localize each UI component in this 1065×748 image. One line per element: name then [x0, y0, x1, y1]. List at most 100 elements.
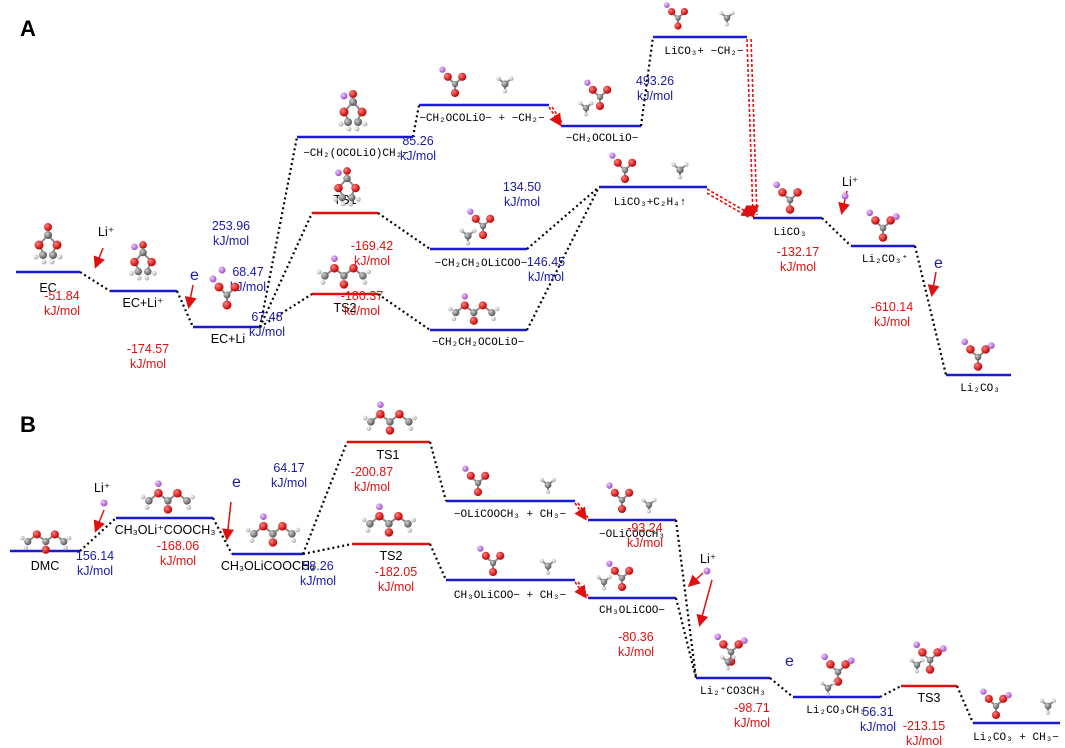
- atom-oxygen: [680, 8, 689, 16]
- label-li2co3: Li₂CO₃: [960, 383, 1000, 395]
- atom-oxygen: [488, 567, 498, 577]
- label-ch2ch2ocolio: −CH₂CH₂OCOLiO−: [432, 337, 524, 349]
- atom-lithium: [376, 503, 383, 511]
- energy-unit: kJ/mol: [44, 304, 80, 318]
- atom-hydrogen: [720, 655, 725, 660]
- atom-carbon: [24, 538, 32, 546]
- panel-label-a: A: [20, 16, 36, 41]
- atom-oxygen: [734, 640, 743, 649]
- atom-hydrogen: [408, 426, 414, 431]
- atom-hydrogen: [140, 494, 146, 500]
- atom-carbon: [347, 193, 356, 202]
- atom-oxygen: [625, 566, 634, 575]
- atom-oxygen: [481, 471, 490, 480]
- atom-oxygen: [991, 710, 1001, 720]
- energy-unit: kJ/mol: [77, 564, 113, 578]
- atom-carbon: [618, 574, 626, 582]
- energy-value: 146.45: [527, 255, 565, 269]
- atom-carbon: [488, 309, 496, 317]
- atom-lithium: [218, 266, 226, 274]
- atom-lithium: [980, 688, 987, 695]
- atom-oxygen: [613, 158, 622, 167]
- atom-hydrogen: [366, 269, 371, 275]
- atom-hydrogen: [340, 201, 346, 207]
- energy-value: 493.26: [636, 74, 674, 88]
- energy-value: 134.50: [503, 180, 541, 194]
- atom-carbon: [834, 668, 842, 676]
- atom-hydrogen: [641, 498, 646, 503]
- atom-hydrogen: [66, 535, 72, 541]
- energy-value: -98.71: [734, 701, 769, 715]
- atom-lithium: [703, 567, 711, 575]
- atom-carbon: [926, 656, 934, 664]
- label-olicooch3-plus-ch3: −OLiCOOCH₃ + CH₃−: [454, 509, 566, 521]
- atom-oxygen: [334, 183, 343, 193]
- atom-carbon: [139, 248, 147, 257]
- atom-oxygen: [147, 257, 156, 267]
- energy-value: -213.15: [903, 719, 945, 733]
- atom-oxygen: [628, 158, 637, 167]
- label-ch3olicoo-plus-ch3: CH₃OLiCOO− + CH₃−: [454, 590, 566, 602]
- energy-unit: kJ/mol: [860, 720, 896, 734]
- atom-carbon: [645, 501, 653, 509]
- atom-oxygen: [610, 566, 619, 575]
- molecule-structures: [20, 2, 1057, 720]
- atom-carbon: [367, 418, 375, 426]
- atom-lithium: [821, 653, 829, 661]
- atom-oxygen: [173, 488, 182, 498]
- atom-carbon: [145, 497, 153, 505]
- atom-lithium: [866, 209, 874, 217]
- atom-hydrogen: [144, 505, 150, 510]
- atom-carbon: [404, 520, 412, 528]
- atom-hydrogen: [33, 254, 39, 260]
- atom-hydrogen: [20, 535, 25, 541]
- label-lico3-c2h4: LiCO₃+C₂H₄↑: [614, 197, 687, 209]
- atom-carbon: [1044, 702, 1052, 710]
- atom-hydrogen: [136, 275, 142, 281]
- energy-value: 85.26: [402, 134, 433, 148]
- atom-carbon: [451, 80, 459, 88]
- atom-carbon: [321, 272, 329, 280]
- atom-carbon: [474, 479, 482, 487]
- atom-hydrogen: [49, 259, 55, 265]
- atom-carbon: [359, 272, 367, 280]
- atom-hydrogen: [333, 197, 338, 202]
- atom-hydrogen: [348, 201, 354, 207]
- atom-hydrogen: [607, 575, 612, 580]
- atom-hydrogen: [186, 505, 192, 510]
- atom-carbon: [621, 166, 629, 174]
- atom-carbon: [164, 497, 172, 505]
- atom-oxygen: [603, 85, 612, 94]
- atom-lithium: [340, 92, 348, 100]
- panel-label-b: B: [20, 412, 36, 437]
- panel-b-connectors: [79, 441, 975, 724]
- atom-oxygen: [163, 505, 173, 514]
- atom-carbon: [464, 232, 472, 240]
- atom-hydrogen: [589, 101, 594, 106]
- atom-hydrogen: [1045, 710, 1051, 715]
- atom-carbon: [269, 530, 277, 538]
- energy-unit: kJ/mol: [130, 357, 166, 371]
- atom-hydrogen: [41, 259, 47, 265]
- atom-carbon: [386, 418, 394, 426]
- atom-oxygen: [375, 511, 384, 521]
- atom-carbon: [452, 309, 460, 317]
- atom-carbon: [676, 166, 684, 174]
- atom-carbon: [349, 98, 357, 106]
- atom-hydrogen: [509, 76, 514, 81]
- atom-carbon: [470, 309, 478, 317]
- atom-lithium: [714, 633, 722, 641]
- label-ts2-a: TS2: [334, 301, 357, 315]
- atom-oxygen: [139, 241, 147, 249]
- atom-oxygen: [486, 214, 495, 223]
- atom-oxygen: [50, 530, 59, 539]
- atom-hydrogen: [596, 575, 601, 580]
- atom-oxygen: [384, 528, 394, 537]
- atom-hydrogen: [730, 11, 735, 16]
- label-olicooch3: −OLiCOOCH₃: [599, 529, 665, 541]
- atom-hydrogen: [365, 528, 371, 533]
- panel-b-pointers: [93, 501, 713, 627]
- atom-oxygen: [339, 280, 349, 289]
- electron-label-b2: e: [785, 653, 794, 670]
- energy-unit: kJ/mol: [637, 89, 673, 103]
